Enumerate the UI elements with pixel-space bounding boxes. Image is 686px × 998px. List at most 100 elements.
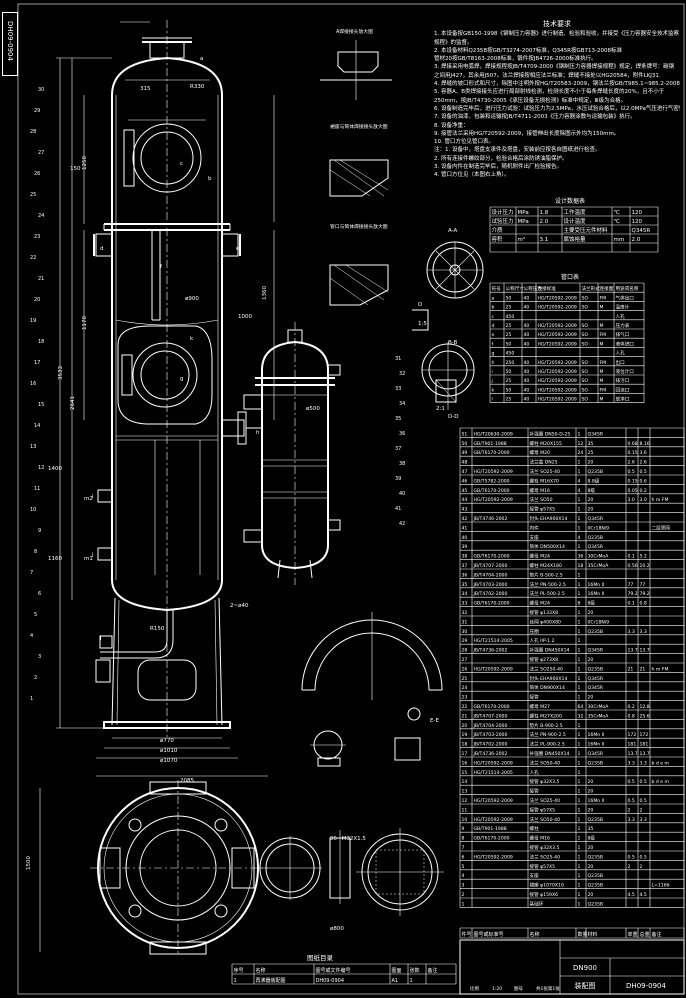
- note-line: 1. 本设备按GB150-1998《钢制压力容器》进行制造、检验和验收，并接受《…: [434, 31, 680, 38]
- parts-table-cell: 1: [578, 751, 581, 757]
- nozzle-table-cell: 25: [506, 378, 512, 384]
- design-table-cell: MPa: [518, 210, 529, 216]
- nozzle-table-cell: 符号: [492, 285, 502, 292]
- note-line: 6. 设备制造完毕后，进行压力试验：试验压力为2.5MPa，水压试验合格后，以2…: [434, 105, 680, 112]
- parts-table-cell: Q235B: [588, 873, 604, 879]
- design-table-title: 设计数据表: [555, 197, 585, 205]
- nozzle-table-cell: 排气口: [616, 331, 630, 338]
- part-number-label: 14: [34, 423, 40, 429]
- parts-table-cell: 接管 φ57X5: [530, 806, 556, 813]
- parts-table-cell: HG/T20592-2009: [474, 497, 513, 503]
- note-line: 管材20按GB/T8163-2008标准，锻件按JB4726-2000标准执行。: [434, 56, 597, 63]
- parts-table-cell: 25: [462, 676, 468, 682]
- part-number-label: 33: [395, 386, 401, 392]
- parts-table-cell: 16Mn II: [588, 582, 605, 588]
- parts-table-cell: 3.3: [628, 817, 635, 823]
- part-number-label: 15: [38, 402, 44, 408]
- parts-table-cell: 0.2: [640, 488, 647, 494]
- drawing-list-cell: 备注: [428, 967, 438, 974]
- parts-table-cell: 17: [462, 751, 468, 757]
- design-table-cell: 2.0: [632, 237, 641, 243]
- design-table-cell: 120: [632, 210, 643, 216]
- nozzle-table-cell: h: [492, 360, 495, 366]
- note-line: 2. 本设备材料Q235B按GB/T3274-2007标准，Q345R按GB71…: [434, 47, 622, 54]
- part-number-label: 30: [38, 87, 44, 93]
- parts-table-cell: 垫片 B-900-2.5: [530, 722, 563, 729]
- dimension-label: ø1070: [160, 758, 178, 764]
- parts-table-cell: 35: [462, 582, 468, 588]
- parts-table-cell: 3: [462, 883, 465, 889]
- parts-table-cell: 8级: [588, 835, 596, 842]
- nozzle-table-cell: 气体出口: [616, 294, 635, 301]
- nozzle-table-cell: 40: [524, 341, 530, 347]
- part-number-label: 36: [399, 431, 405, 437]
- parts-table-cell: 20: [588, 864, 594, 870]
- parts-table-cell: 13.7: [628, 751, 638, 757]
- note-line: 9. 接管法兰采用HG/T20592-2009，接管伸出长度除图示外均为150m…: [434, 130, 620, 137]
- nozzle-table-cell: 40: [524, 332, 530, 338]
- parts-table-cell: 1: [578, 431, 581, 437]
- part-number-label: 32: [399, 371, 405, 377]
- parts-table-cell: 16Mn II: [588, 798, 605, 804]
- drawing-list-title: 图纸目录: [307, 953, 334, 962]
- nozzle-table-cell: f: [492, 341, 494, 347]
- drawing-border: [17, 3, 685, 995]
- parts-table-cell: 裙座 φ1070X10: [530, 882, 564, 889]
- nozzle-table-cell: SO: [582, 369, 589, 375]
- parts-table-cell: 3.3: [640, 760, 647, 766]
- parts-table-cell: 0.5: [628, 854, 635, 860]
- parts-table-cell: 0.05: [628, 488, 638, 494]
- nozzle-table-cell: 50: [506, 295, 512, 301]
- nozzle-table-cell: M: [600, 341, 604, 347]
- part-number-label: 10: [30, 507, 36, 513]
- part-number-label: 13: [30, 444, 36, 450]
- nozzle-table-cell: 液体进口: [616, 340, 635, 347]
- parts-table-cell: Q345R: [588, 544, 604, 550]
- parts-table-cell: 30CrMoA: [588, 704, 610, 710]
- part-number-label: 38: [399, 461, 405, 467]
- note-line: 3. 设备内件在制造完毕后，随机附件出厂检验报告。: [434, 164, 562, 171]
- parts-table-cell: 2: [628, 864, 631, 870]
- parts-table-cell: Q345R: [588, 751, 604, 757]
- nozzle-label: b: [208, 176, 212, 182]
- parts-table-cell: 1: [578, 469, 581, 475]
- part-number-label: 9: [38, 528, 41, 534]
- nozzle-table-cell: FM: [600, 387, 607, 393]
- parts-table-cell: 1: [578, 525, 581, 531]
- parts-table-cell: 1: [578, 798, 581, 804]
- parts-table-cell: GB/T6170-2000: [474, 601, 510, 607]
- part-number-label: 17: [34, 360, 40, 366]
- parts-table-cell: 172: [628, 732, 637, 738]
- nozzle-table-cell: HG/T20592-2009: [538, 341, 577, 347]
- parts-table-cell: 1: [578, 685, 581, 691]
- drawing-stamp: DH09-0904: [2, 12, 18, 76]
- parts-table-cell: 27: [462, 657, 468, 663]
- nozzle-table-cell: HG/T20592-2009: [538, 295, 577, 301]
- title-footer-text: 1:20: [492, 986, 502, 992]
- part-number-label: 3: [38, 654, 41, 660]
- parts-table-cell: 20: [588, 892, 594, 898]
- parts-table-cell: 螺柱 M24X180: [530, 562, 562, 569]
- part-number-label: 6: [38, 591, 41, 597]
- parts-table-cell: 0.6: [640, 478, 647, 484]
- drawing-list-cell: 再沸器装配图: [256, 977, 286, 984]
- drawing-list-cell: 1: [234, 978, 237, 984]
- parts-table-cell: 16: [462, 760, 468, 766]
- parts-table-cell: Q235B: [588, 817, 604, 823]
- parts-table-cell: GB/T901-1988: [474, 441, 507, 447]
- part-number-label: 8: [34, 549, 37, 555]
- nozzle-table-cell: SO: [582, 397, 589, 403]
- parts-table-cell: 螺柱: [530, 825, 540, 832]
- nozzle-table-cell: M: [600, 305, 604, 311]
- nozzle-table-cell: 40: [524, 295, 530, 301]
- parts-table-cell: 4: [578, 488, 581, 494]
- parts-table-cell: 0.1: [628, 601, 635, 607]
- parts-table-cell: 补强圈 DN450X14: [530, 647, 570, 654]
- parts-table-cell: 35CrMoA: [588, 713, 610, 719]
- parts-table-cell: 接管 φ273X8: [530, 656, 559, 663]
- part-number-label: 18: [38, 339, 44, 345]
- nozzle-table-cell: SO: [582, 341, 589, 347]
- parts-table-cell: 1: [578, 864, 581, 870]
